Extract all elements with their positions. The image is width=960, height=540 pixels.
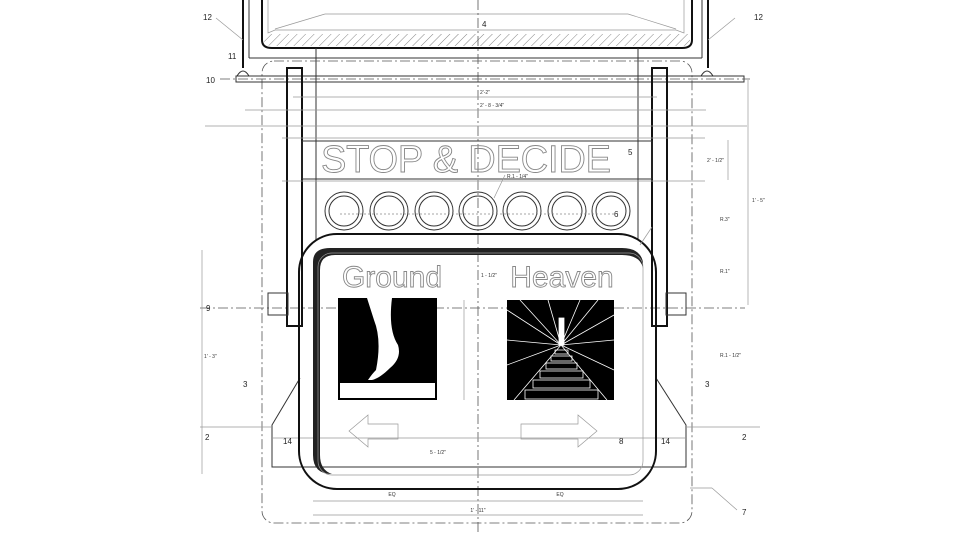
callout-7: 7 — [742, 508, 747, 517]
callout-6: 6 — [614, 210, 619, 219]
dim-panel-radius: R.3" — [720, 217, 730, 223]
dim-rail-span: 2' - 8 - 3/4" — [480, 103, 504, 109]
dim-eq-right: EQ — [556, 492, 563, 498]
callout-11: 11 — [228, 52, 237, 61]
light — [324, 191, 364, 231]
base-bracket — [267, 292, 687, 468]
callout-2-right: 2 — [742, 433, 747, 442]
stop-decide-banner: STOP & DECIDE — [282, 137, 705, 181]
sign-panel: Ground Heaven — [298, 233, 657, 490]
callout-4: 4 — [482, 20, 487, 29]
dimension-lines — [200, 17, 760, 516]
light — [414, 191, 454, 231]
left-post — [286, 67, 303, 327]
envelope-outline — [261, 60, 693, 524]
dim-panel-height: 1' - 3" — [204, 354, 217, 360]
callout-10: 10 — [206, 76, 215, 85]
light — [591, 191, 631, 231]
callout-12-left: 12 — [203, 13, 212, 22]
ground-word: Ground — [342, 261, 442, 294]
foot-pictogram — [338, 298, 437, 400]
callout-9: 9 — [206, 304, 211, 313]
callout-14-right: 14 — [661, 437, 670, 446]
callout-5: 5 — [628, 148, 633, 157]
light — [502, 191, 542, 231]
right-post — [651, 67, 668, 327]
dim-panel-width: 1' - 11" — [470, 508, 485, 514]
dim-text-gap: 1 - 1/2" — [481, 273, 497, 279]
dim-circle-radius: R.1 - 1/4" — [507, 174, 528, 180]
left-arrow-icon — [348, 414, 399, 448]
callout-14-left: 14 — [283, 437, 292, 446]
dim-post-radius-lower: R.1 - 1/2" — [720, 353, 741, 359]
dim-post-radius: R.1" — [720, 269, 730, 275]
light — [458, 191, 498, 231]
callout-3-left: 3 — [243, 380, 248, 389]
mounting-rail — [220, 70, 750, 83]
light — [369, 191, 409, 231]
dim-banner-height: 2' - 1/2" — [707, 158, 724, 164]
callout-2-left: 2 — [205, 433, 210, 442]
right-arrow-icon — [520, 414, 598, 448]
callout-12-right: 12 — [754, 13, 763, 22]
callout-8: 8 — [619, 437, 624, 446]
stairway-pictogram — [506, 299, 615, 401]
callout-3-right: 3 — [705, 380, 710, 389]
light — [547, 191, 587, 231]
dim-overall-height: 1' - 5" — [752, 198, 765, 204]
top-enclosure — [242, 0, 709, 68]
banner-text: STOP & DECIDE — [321, 139, 611, 181]
dim-post-span: 2'-2" — [480, 90, 490, 96]
dim-arrow-offset: 5 - 1/2" — [430, 450, 446, 456]
heaven-word: Heaven — [510, 261, 613, 294]
dim-eq-left: EQ — [388, 492, 395, 498]
indicator-lights — [324, 191, 631, 231]
